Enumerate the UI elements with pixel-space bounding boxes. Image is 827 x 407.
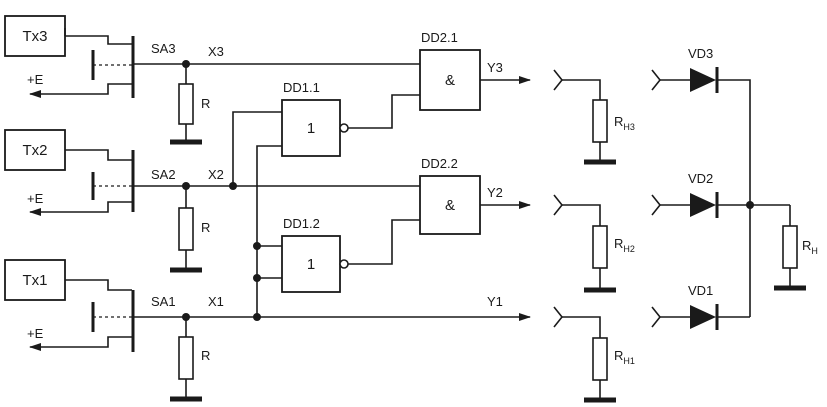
resistor-rh1-subscript: H1	[623, 356, 635, 366]
wire	[65, 149, 132, 161]
gate-dd11-symbol: 1	[307, 120, 315, 137]
wire	[562, 79, 601, 100]
resistor-r1	[178, 336, 194, 380]
resistor-rh2-label: RH2	[614, 236, 635, 254]
channel-2: Tx2 SA2 +E X2 R	[4, 129, 420, 273]
diode-section: VD3 VD2 VD1 RH	[651, 46, 818, 330]
resistor-rh2-letter: R	[614, 236, 623, 251]
resistor-rh3-label: RH3	[614, 114, 635, 132]
logic-section: 1 DD1.1 & DD2.1 Y3 1 DD1.2 & DD2.2 Y2	[232, 30, 531, 317]
junction-dot	[253, 274, 261, 282]
junction-dot	[253, 242, 261, 250]
sensor-tx1	[4, 259, 66, 301]
diode-vd2-label: VD2	[688, 171, 713, 186]
net-y1-label: Y1	[487, 294, 503, 309]
resistor-r3-label: R	[201, 96, 210, 111]
power-label: +E	[27, 72, 44, 87]
net-x3-label: X3	[208, 44, 224, 59]
resistor-rh-label: RH	[802, 238, 818, 256]
resistor-rh1	[592, 337, 608, 381]
switch-sa2-label: SA2	[151, 167, 176, 182]
net-y3-label: Y3	[487, 60, 503, 75]
diode-vd1-icon	[690, 305, 716, 329]
wire	[348, 94, 420, 129]
resistor-rh3-subscript: H3	[623, 122, 635, 132]
inverter-bubble	[339, 259, 349, 269]
resistor-rh-letter: R	[802, 238, 811, 253]
gate-dd21-label: DD2.1	[421, 30, 458, 45]
net-y2-label: Y2	[487, 185, 503, 200]
power-label: +E	[27, 191, 44, 206]
connector-socket	[651, 69, 662, 91]
resistor-rh	[782, 225, 798, 269]
switch-sa3-label: SA3	[151, 41, 176, 56]
wire	[232, 111, 282, 186]
gate-dd12	[281, 235, 341, 293]
gate-dd12-label: DD1.2	[283, 216, 320, 231]
sensor-tx1-label: Tx1	[22, 272, 47, 289]
gate-dd22	[419, 175, 481, 235]
wire	[562, 204, 601, 226]
gate-dd21-symbol: &	[445, 72, 455, 89]
resistor-rh3-letter: R	[614, 114, 623, 129]
gate-dd11-label: DD1.1	[283, 80, 320, 95]
gate-dd22-symbol: &	[445, 197, 455, 214]
resistor-rh2-subscript: H2	[623, 244, 635, 254]
load-section: RH3 RH2 RH1	[553, 69, 635, 403]
power-label: +E	[27, 326, 44, 341]
resistor-r3	[178, 83, 194, 125]
resistor-r1-label: R	[201, 348, 210, 363]
switch-sa1-label: SA1	[151, 294, 176, 309]
wire	[348, 219, 420, 265]
gate-dd22-label: DD2.2	[421, 156, 458, 171]
wire	[65, 35, 132, 45]
connector-socket	[553, 194, 564, 216]
resistor-r2-label: R	[201, 220, 210, 235]
power-wire	[29, 83, 133, 98]
diode-vd3-label: VD3	[688, 46, 713, 61]
resistor-r2	[178, 207, 194, 251]
resistor-rh1-letter: R	[614, 348, 623, 363]
power-wire	[29, 336, 133, 351]
connector-socket	[553, 69, 564, 91]
gate-dd21	[419, 49, 481, 111]
power-wire	[29, 201, 133, 216]
resistor-rh3	[592, 99, 608, 143]
connector-socket	[553, 306, 564, 328]
wire	[256, 145, 282, 317]
sensor-tx2	[4, 129, 66, 171]
wire	[717, 79, 751, 317]
resistor-rh2	[592, 225, 608, 269]
net-x2-label: X2	[208, 167, 224, 182]
resistor-rh1-label: RH1	[614, 348, 635, 366]
diode-vd1-label: VD1	[688, 283, 713, 298]
junction-dot	[746, 201, 754, 209]
sensor-tx3-label: Tx3	[22, 28, 47, 45]
inverter-bubble	[339, 123, 349, 133]
wire	[562, 316, 601, 338]
connector-socket	[651, 306, 662, 328]
wire	[65, 279, 132, 291]
channel-3: Tx3 SA3 +E X3 R	[4, 15, 420, 145]
sensor-tx3	[4, 15, 66, 57]
resistor-rh-subscript: H	[811, 246, 818, 256]
diode-vd3-icon	[690, 68, 716, 92]
gate-dd12-symbol: 1	[307, 256, 315, 273]
net-x1-label: X1	[208, 294, 224, 309]
diode-vd2-icon	[690, 193, 716, 217]
connector-socket	[651, 194, 662, 216]
sensor-tx2-label: Tx2	[22, 142, 47, 159]
channel-1: Tx1 SA1 +E X1 Y1 R	[4, 259, 531, 402]
